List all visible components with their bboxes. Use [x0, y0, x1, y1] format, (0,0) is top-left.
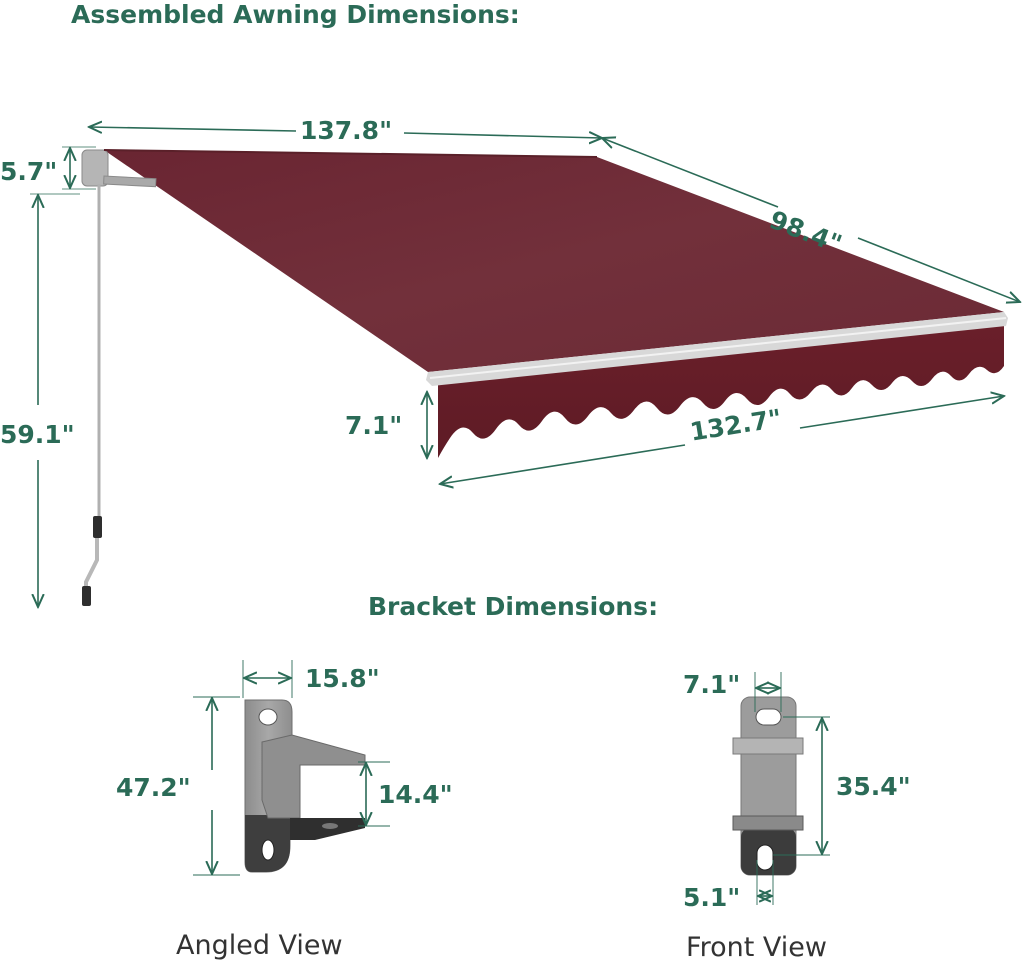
front-bracket-lower-hole: [756, 844, 774, 871]
angled-bracket-bottom-hole: [261, 839, 275, 861]
front-bracket: [732, 696, 804, 876]
awning-width-label: 137.8": [300, 116, 393, 145]
front-bottom-hole-label: 5.1": [683, 883, 741, 912]
angled-height-label: 47.2": [116, 773, 191, 802]
awning-fabric: [104, 150, 1004, 372]
awning-illustration: [81, 149, 1008, 606]
crank-grip: [93, 516, 102, 538]
front-bracket-dimension-lines: [754, 672, 830, 905]
awning-dimensions-heading: Assembled Awning Dimensions:: [71, 0, 520, 29]
bracket-dimensions-heading: Bracket Dimensions:: [368, 592, 659, 621]
cassette-height-label: 5.7": [0, 157, 58, 186]
cassette-edge: [103, 149, 598, 158]
front-view-caption: Front View: [686, 932, 827, 963]
front-top-hole-label: 7.1": [683, 670, 741, 699]
valance-width-line-right: [799, 396, 1004, 429]
front-bracket-upper-hole: [755, 708, 782, 726]
projection-line-b: [857, 237, 1020, 302]
angled-width-label: 15.8": [305, 664, 380, 693]
angled-arm-gap-label: 14.4": [378, 780, 453, 809]
front-bar-highlight: [429, 317, 1007, 379]
angled-bracket-dimension-lines: [193, 660, 390, 876]
angled-bracket: [244, 699, 366, 873]
width-line-right: [403, 133, 602, 138]
angled-bracket-upper-arm: [261, 734, 366, 819]
angled-view-caption: Angled View: [176, 930, 343, 961]
angled-bracket-arm-hole: [322, 823, 338, 829]
width-line-left: [89, 127, 297, 131]
front-bracket-lower-flange: [732, 815, 804, 831]
valance-width-line-left: [440, 444, 686, 484]
awning-valance: [430, 324, 1004, 458]
valance-height-label: 7.1": [345, 411, 403, 440]
front-bracket-upper-flange: [732, 737, 804, 755]
crank-knob: [82, 586, 91, 606]
projection-line-a: [602, 138, 779, 208]
support-arm: [103, 175, 157, 188]
cassette-end: [81, 149, 109, 187]
front-hole-spacing-label: 35.4": [836, 772, 911, 801]
angled-bracket-lower-arm: [290, 818, 365, 840]
angled-bracket-top-hole: [258, 708, 278, 726]
crank-length-label: 59.1": [0, 420, 75, 449]
awning-dimension-lines: [30, 127, 1020, 607]
